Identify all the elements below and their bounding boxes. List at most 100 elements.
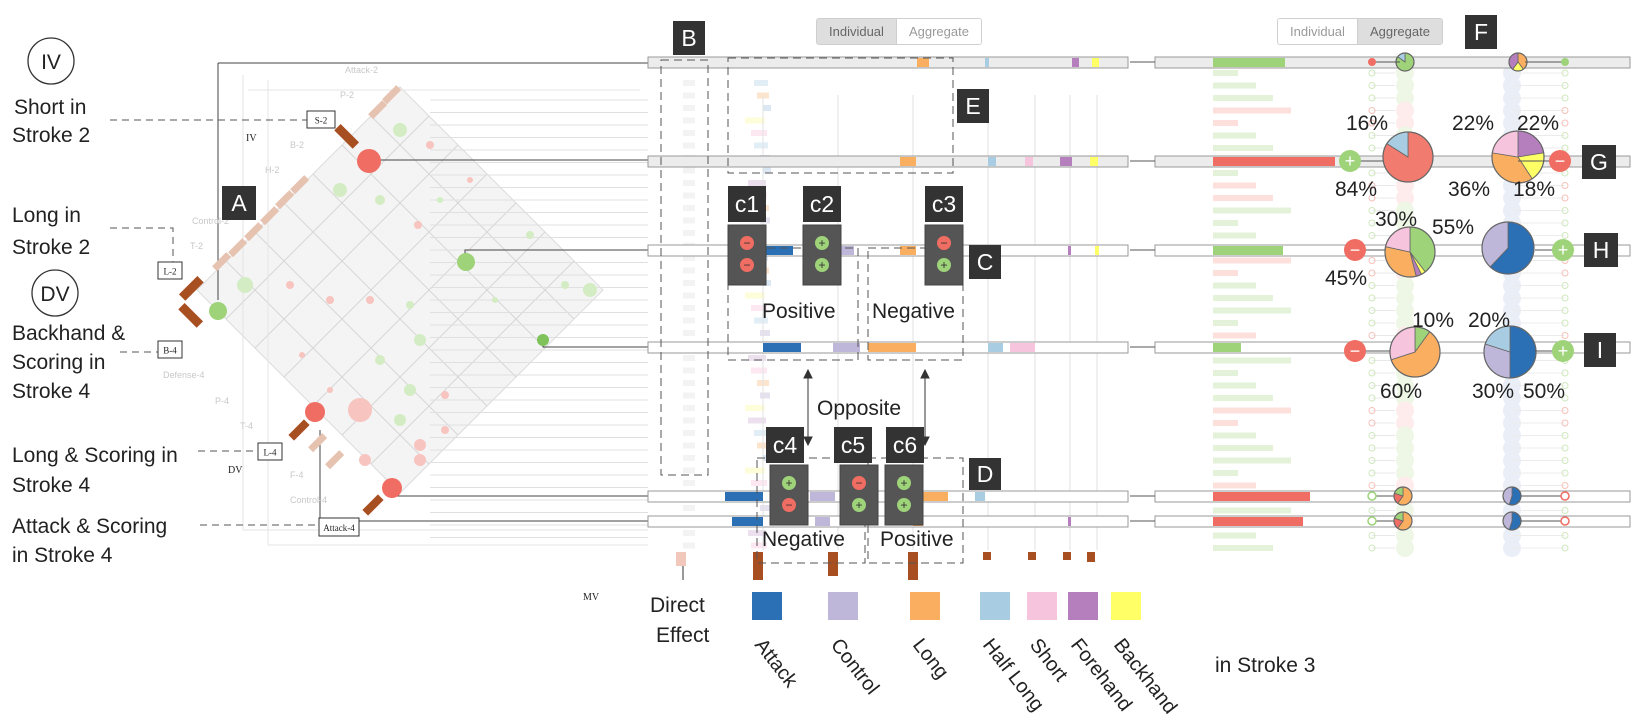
correlation-circle	[414, 221, 422, 229]
tab-aggregate-middle[interactable]: Aggregate	[895, 19, 981, 44]
sign-panel-c4: +−	[769, 464, 809, 526]
tag-h2: H-2	[265, 165, 280, 175]
plus-icon	[897, 498, 911, 512]
tag-control4: Control-4	[290, 495, 327, 505]
minus-icon	[1344, 239, 1366, 261]
sign-panel-c1: −−	[727, 224, 767, 286]
svg-text:+: +	[1345, 151, 1356, 171]
label-backhand-a: Backhand &	[12, 322, 125, 345]
plus-icon	[1552, 239, 1574, 261]
correlation-circle	[359, 454, 371, 466]
right-view-toggle: Individual Aggregate	[1277, 18, 1443, 45]
plus-icon	[852, 498, 866, 512]
svg-text:Attack-4: Attack-4	[323, 523, 355, 533]
label-long-stroke2-b: Stroke 2	[12, 236, 90, 259]
pie-g-left	[1382, 131, 1434, 183]
correlation-circle	[299, 352, 305, 358]
pie-g-right	[1491, 130, 1545, 184]
middle-row-bars	[725, 58, 1099, 526]
tag-box-s2: S-2	[306, 110, 336, 129]
pie-i-left	[1389, 326, 1441, 378]
correlation-circle	[393, 123, 407, 137]
svg-text:I: I	[1597, 337, 1603, 363]
row-line-d	[542, 340, 648, 348]
svg-text:E: E	[965, 93, 980, 119]
box-b	[660, 59, 709, 476]
badge-c1: c1	[728, 186, 766, 222]
svg-text:+: +	[900, 498, 907, 512]
dv-marker-faint	[325, 450, 345, 470]
svg-text:+: +	[855, 498, 862, 512]
tag-control2: Control-2	[192, 216, 229, 226]
circle-strong-neg-3	[382, 478, 402, 498]
big-pies: 16%84%22%22%36%18%30%55%45%10%60%20%30%5…	[1325, 58, 1569, 403]
tag-t2: T-2	[190, 241, 203, 251]
correlation-circle	[583, 283, 597, 297]
svg-text:B-4: B-4	[163, 346, 177, 356]
pct-h-left-45: 45%	[1325, 267, 1367, 290]
correlation-circle	[394, 414, 406, 426]
dv-marker-l4	[288, 419, 310, 441]
svg-text:+: +	[1558, 341, 1569, 361]
tab-individual-middle[interactable]: Individual	[817, 19, 896, 44]
bottom-dv-bars	[753, 552, 1095, 580]
tab-aggregate-right[interactable]: Aggregate	[1356, 19, 1442, 44]
pie-small-row1-right	[1508, 52, 1528, 72]
minus-icon	[1344, 340, 1366, 362]
tag-p4: P-4	[215, 396, 229, 406]
sign-panel-c2: ++	[802, 224, 842, 286]
dv-marker-s2	[334, 123, 360, 149]
pct-i-left-10: 10%	[1412, 309, 1454, 332]
minus-icon	[937, 236, 951, 250]
label-backhand-c: Stroke 4	[12, 380, 91, 403]
dv-label: DV	[40, 283, 69, 306]
svg-text:−: −	[1350, 240, 1361, 260]
circle-strong-pos-2	[209, 302, 227, 320]
correlation-circle	[414, 439, 426, 451]
positive-label-top: Positive	[762, 300, 836, 323]
direct-effect-a: Direct	[650, 594, 705, 617]
pct-g-right-22b: 22%	[1517, 112, 1559, 135]
iv-circle	[27, 37, 75, 85]
correlation-circle	[348, 398, 372, 422]
legend-item-short: Short	[1025, 592, 1072, 686]
svg-text:Short: Short	[1025, 635, 1072, 687]
correlation-circle	[375, 355, 385, 365]
svg-text:−: −	[743, 236, 750, 250]
matrix-circles	[237, 123, 597, 466]
label-backhand-b: Scoring in	[12, 351, 105, 374]
tab-individual-right[interactable]: Individual	[1278, 19, 1357, 44]
pct-g-left-84: 84%	[1335, 178, 1377, 201]
iv-small-label: IV	[246, 133, 257, 144]
plus-icon	[1339, 150, 1361, 172]
pct-i-right-30: 30%	[1472, 380, 1514, 403]
correlation-circle	[375, 195, 385, 205]
correlation-circle	[526, 231, 534, 239]
svg-text:Attack: Attack	[750, 635, 802, 693]
minus-icon	[740, 258, 754, 272]
dv-marker-b4	[178, 302, 204, 328]
negative-label-top: Negative	[872, 300, 955, 323]
dv-marker-faint	[290, 175, 310, 195]
badge-e: E	[957, 89, 989, 123]
dv-marker-faint	[382, 85, 402, 105]
correlation-circle	[561, 281, 569, 289]
badge-c6: c6	[886, 427, 924, 463]
svg-text:+: +	[785, 476, 792, 490]
box-positive	[727, 247, 859, 361]
pie-small-row-0-left	[1393, 486, 1413, 506]
badge-b: B	[673, 21, 705, 55]
label-longscore-a: Long & Scoring in	[12, 444, 178, 467]
dv-marker-faint	[260, 206, 280, 226]
dv-marker-faint	[308, 433, 328, 453]
correlation-circle	[237, 277, 253, 293]
minus-icon	[1549, 150, 1571, 172]
badge-c3: c3	[925, 186, 963, 222]
plus-icon	[1552, 340, 1574, 362]
tag-box-b4: B-4	[157, 340, 183, 359]
svg-text:−: −	[855, 476, 862, 490]
svg-text:+: +	[818, 236, 825, 250]
box-c6	[867, 457, 964, 564]
pct-i-right-20: 20%	[1468, 309, 1510, 332]
plus-icon	[897, 476, 911, 490]
